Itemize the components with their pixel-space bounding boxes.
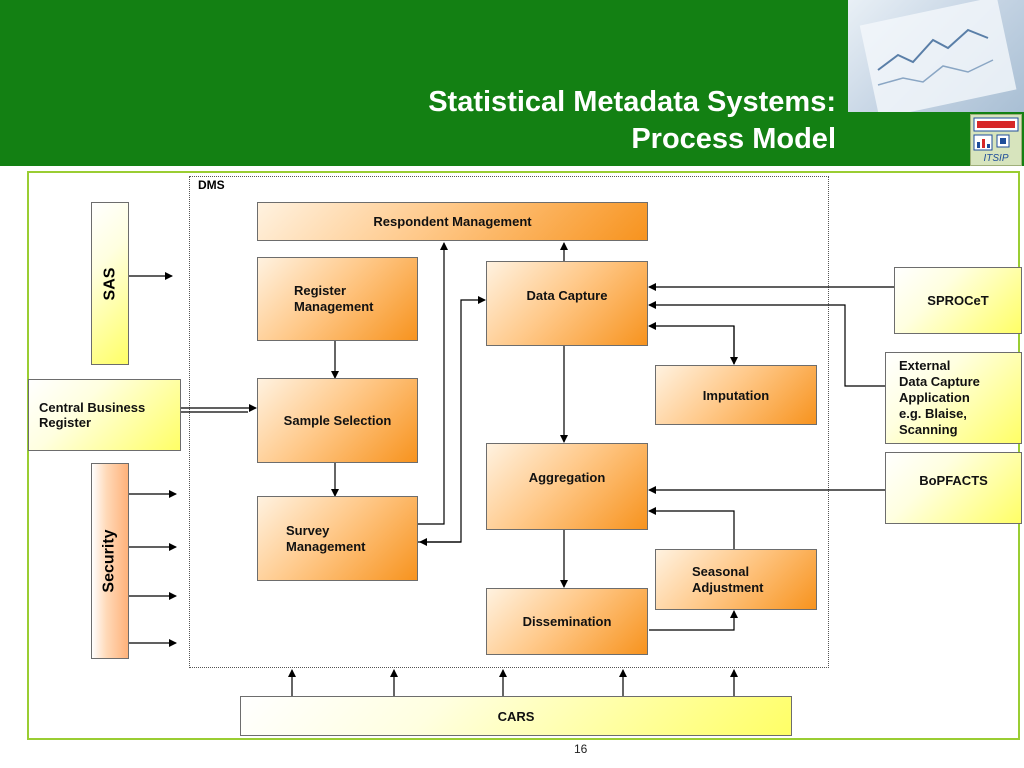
sas-label: SAS — [101, 267, 118, 300]
imputation-box: Imputation — [655, 365, 817, 425]
itsip-logo-text: ITSIP — [983, 153, 1009, 164]
dissemination-box: Dissemination — [486, 588, 648, 655]
itsip-logo: ITSIP — [970, 114, 1022, 166]
slide-header — [0, 0, 848, 166]
data-capture-box: Data Capture — [486, 261, 648, 346]
bopfacts-box: BoPFACTS — [885, 452, 1022, 524]
sprocet-box: SPROCeT — [894, 267, 1022, 334]
sas-box: SAS — [91, 202, 129, 365]
security-label-wrap: Security — [91, 463, 129, 659]
aggregation-box: Aggregation — [486, 443, 648, 530]
dms-container — [189, 176, 829, 668]
register-management-box: Register Management — [257, 257, 418, 341]
sample-selection-box: Sample Selection — [257, 378, 418, 463]
security-box — [91, 463, 129, 659]
dms-label: DMS — [198, 178, 225, 192]
survey-management-box: Survey Management — [257, 496, 418, 581]
external-data-capture-box: External Data Capture Application e.g. B… — [885, 352, 1022, 444]
central-business-register-box: Central Business Register — [28, 379, 181, 451]
page-number: 16 — [574, 742, 588, 756]
respondent-management-box: Respondent Management — [257, 202, 648, 241]
security-label: Security — [101, 529, 119, 593]
cars-box: CARS — [240, 696, 792, 736]
slide-title: Statistical Metadata Systems: Process Mo… — [428, 86, 836, 155]
seasonal-adjustment-box: Seasonal Adjustment — [655, 549, 817, 610]
header-photo — [848, 0, 1024, 112]
